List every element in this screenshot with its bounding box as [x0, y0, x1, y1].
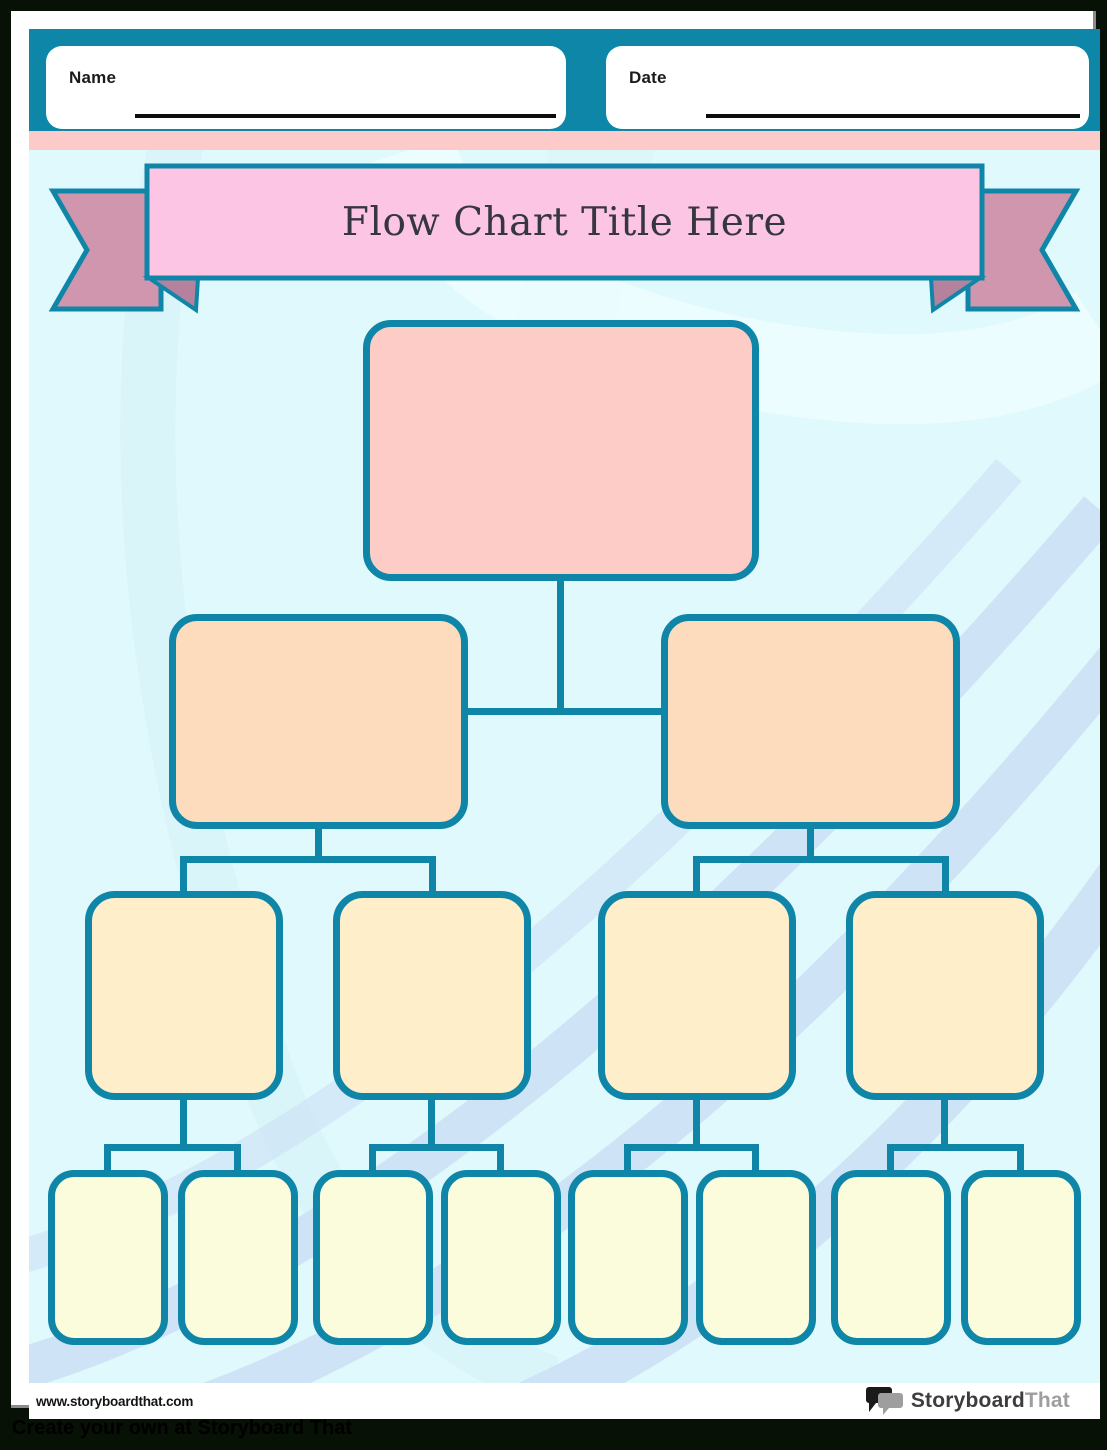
flow-box-level4-3[interactable] — [313, 1170, 433, 1345]
bottom-attribution-bar: Create your own at Storyboard That — [0, 1411, 1107, 1450]
logo-text-that: That — [1024, 1389, 1070, 1412]
connector-line — [369, 1144, 376, 1177]
connector-line — [624, 1144, 759, 1151]
connector-line — [941, 1093, 948, 1151]
connector-line — [693, 856, 949, 863]
connector-line — [807, 822, 814, 863]
name-field: Name — [46, 46, 566, 129]
connector-line — [429, 856, 436, 891]
flow-box-level4-6[interactable] — [696, 1170, 816, 1345]
connector-line — [104, 1144, 111, 1177]
website-url: www.storyboardthat.com — [36, 1393, 194, 1409]
connector-line — [428, 1093, 435, 1151]
flow-box-level4-1[interactable] — [48, 1170, 168, 1345]
flow-box-level4-7[interactable] — [831, 1170, 951, 1345]
connector-line — [752, 1144, 759, 1177]
connector-line — [624, 1144, 631, 1177]
connector-line — [180, 856, 187, 891]
pink-divider-strip — [29, 131, 1100, 150]
storyboardthat-logo: StoryboardThat — [865, 1385, 1070, 1417]
flow-box-level4-4[interactable] — [441, 1170, 561, 1345]
connector-line — [104, 1144, 241, 1151]
connector-line — [1017, 1144, 1024, 1177]
connector-line — [887, 1144, 894, 1177]
flow-box-level4-5[interactable] — [568, 1170, 688, 1345]
connector-line — [887, 1144, 1024, 1151]
date-fill-line[interactable] — [706, 114, 1080, 118]
page-footer: www.storyboardthat.com StoryboardThat — [29, 1383, 1100, 1419]
connector-line — [180, 1093, 187, 1151]
flow-chart-title[interactable]: Flow Chart Title Here — [341, 199, 788, 245]
flow-box-level3-4[interactable] — [846, 891, 1044, 1100]
connector-line — [315, 822, 322, 863]
flow-box-level4-2[interactable] — [178, 1170, 298, 1345]
logo-text: StoryboardThat — [911, 1389, 1070, 1413]
flow-box-level2-1[interactable] — [169, 614, 468, 829]
connector-line — [234, 1144, 241, 1177]
flow-box-level3-1[interactable] — [85, 891, 283, 1100]
connector-line — [497, 1144, 504, 1177]
flow-box-level4-8[interactable] — [961, 1170, 1081, 1345]
header-bar: Name Date — [29, 29, 1100, 131]
flow-box-level3-3[interactable] — [598, 891, 796, 1100]
connector-line — [942, 856, 949, 891]
date-field: Date — [606, 46, 1089, 129]
speech-bubbles-icon — [865, 1387, 903, 1415]
title-ribbon — [48, 163, 1081, 314]
connector-line — [369, 1144, 504, 1151]
connector-line — [693, 1093, 700, 1151]
flow-box-level2-2[interactable] — [661, 614, 960, 829]
name-fill-line[interactable] — [135, 114, 556, 118]
flow-box-level3-2[interactable] — [333, 891, 531, 1100]
attribution-text: Create your own at Storyboard That — [12, 1417, 353, 1439]
connector-line — [693, 856, 700, 891]
connector-line — [557, 574, 564, 715]
flow-box-level1-1[interactable] — [363, 320, 759, 581]
connector-line — [468, 708, 661, 715]
worksheet-page: Name Date — [11, 11, 1100, 1419]
flowchart-canvas: Flow Chart Title Here — [29, 150, 1100, 1383]
logo-text-storyboard: Storyboard — [910, 1389, 1025, 1412]
connector-line — [180, 856, 436, 863]
name-label: Name — [69, 68, 117, 87]
date-label: Date — [629, 68, 667, 87]
